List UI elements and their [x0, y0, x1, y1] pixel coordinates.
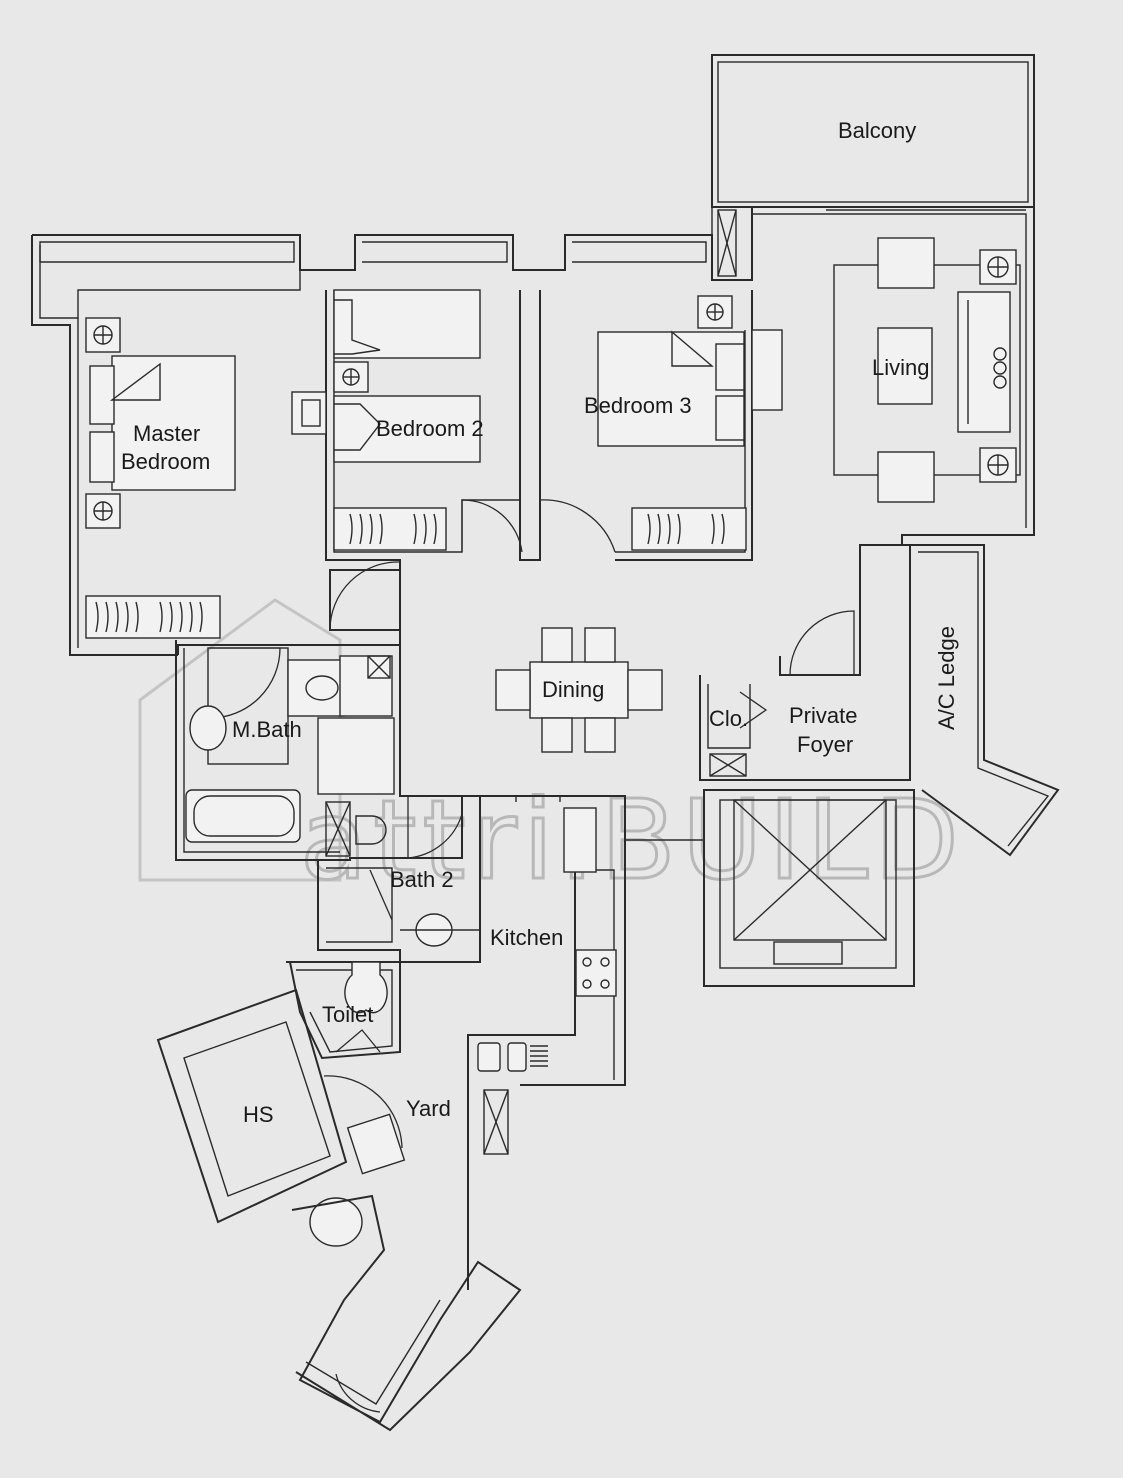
- vanity: [317, 717, 395, 795]
- pillow: [89, 431, 115, 483]
- door-swing: [789, 610, 855, 676]
- exterior-walls: [31, 207, 753, 656]
- pillow: [715, 395, 745, 441]
- door-swing: [335, 1373, 381, 1413]
- label-private-foyer-1: Private: [789, 703, 857, 728]
- door-swing: [335, 1029, 381, 1053]
- label-kitchen: Kitchen: [490, 925, 563, 950]
- ac-ledge: [910, 544, 1060, 857]
- hs-room: [156, 988, 348, 1224]
- bedroom-3: [519, 290, 783, 561]
- chair: [584, 627, 616, 663]
- coffee-table: [877, 327, 933, 405]
- lamp-icon: [979, 447, 1017, 483]
- lamp-icon: [85, 317, 121, 353]
- armchair-top: [877, 237, 935, 289]
- wardrobe: [85, 595, 221, 639]
- chair: [541, 627, 573, 663]
- door-swing: [407, 796, 463, 859]
- label-bedroom-2: Bedroom 2: [376, 416, 484, 441]
- service-area: [156, 961, 522, 1432]
- label-hs: HS: [243, 1102, 274, 1127]
- room-labels: Balcony Living Master Bedroom Bedroom 2 …: [121, 118, 959, 1127]
- chair: [541, 717, 573, 753]
- bed: [333, 289, 481, 359]
- toilet: [287, 659, 345, 717]
- chair: [584, 717, 616, 753]
- water-heater: [309, 1197, 363, 1247]
- label-toilet: Toilet: [322, 1002, 373, 1027]
- washer: [346, 1113, 406, 1175]
- master-bedroom: [85, 317, 236, 639]
- door-swing: [209, 647, 281, 719]
- dryer: [507, 1042, 527, 1072]
- label-clo: Clo.: [709, 706, 748, 731]
- toilet: [344, 961, 388, 1014]
- bed: [111, 355, 236, 491]
- label-balcony: Balcony: [838, 118, 916, 143]
- chair: [495, 669, 531, 711]
- fridge: [563, 807, 597, 873]
- lift-lobby: [703, 789, 915, 987]
- label-dining: Dining: [542, 677, 604, 702]
- pillow: [715, 343, 745, 391]
- living-room: [752, 206, 1035, 545]
- dining-area: [495, 627, 663, 753]
- closet-door: [739, 691, 768, 729]
- label-m-bath: M.Bath: [232, 717, 302, 742]
- label-bath-2: Bath 2: [390, 867, 454, 892]
- lift-icon: [733, 799, 887, 941]
- label-yard: Yard: [406, 1096, 451, 1121]
- label-bedroom-3: Bedroom 3: [584, 393, 692, 418]
- bath-2: [317, 796, 481, 963]
- stove: [575, 949, 617, 997]
- door-swing: [329, 561, 401, 631]
- armchair-bottom: [877, 451, 935, 503]
- door-swing: [461, 499, 523, 553]
- label-ac-ledge: A/C Ledge: [934, 626, 959, 730]
- toilet: [355, 815, 387, 845]
- wardrobe: [631, 507, 747, 551]
- door-swing: [539, 499, 616, 553]
- dining-table: [529, 661, 629, 719]
- pillow: [89, 365, 115, 425]
- sink: [189, 705, 227, 751]
- door-swing: [323, 1075, 403, 1149]
- private-foyer: [699, 544, 915, 987]
- washer: [477, 1042, 501, 1072]
- label-living: Living: [872, 355, 929, 380]
- label-master-bedroom-2: Bedroom: [121, 449, 210, 474]
- cabinet: [339, 655, 393, 717]
- label-master-bedroom-1: Master: [133, 421, 200, 446]
- interior-walls: [399, 570, 911, 841]
- bed: [333, 395, 481, 463]
- door-swing: [369, 869, 393, 921]
- desk: [751, 329, 783, 411]
- label-private-foyer-2: Foyer: [797, 732, 853, 757]
- master-bath: [175, 561, 463, 861]
- chair: [627, 669, 663, 711]
